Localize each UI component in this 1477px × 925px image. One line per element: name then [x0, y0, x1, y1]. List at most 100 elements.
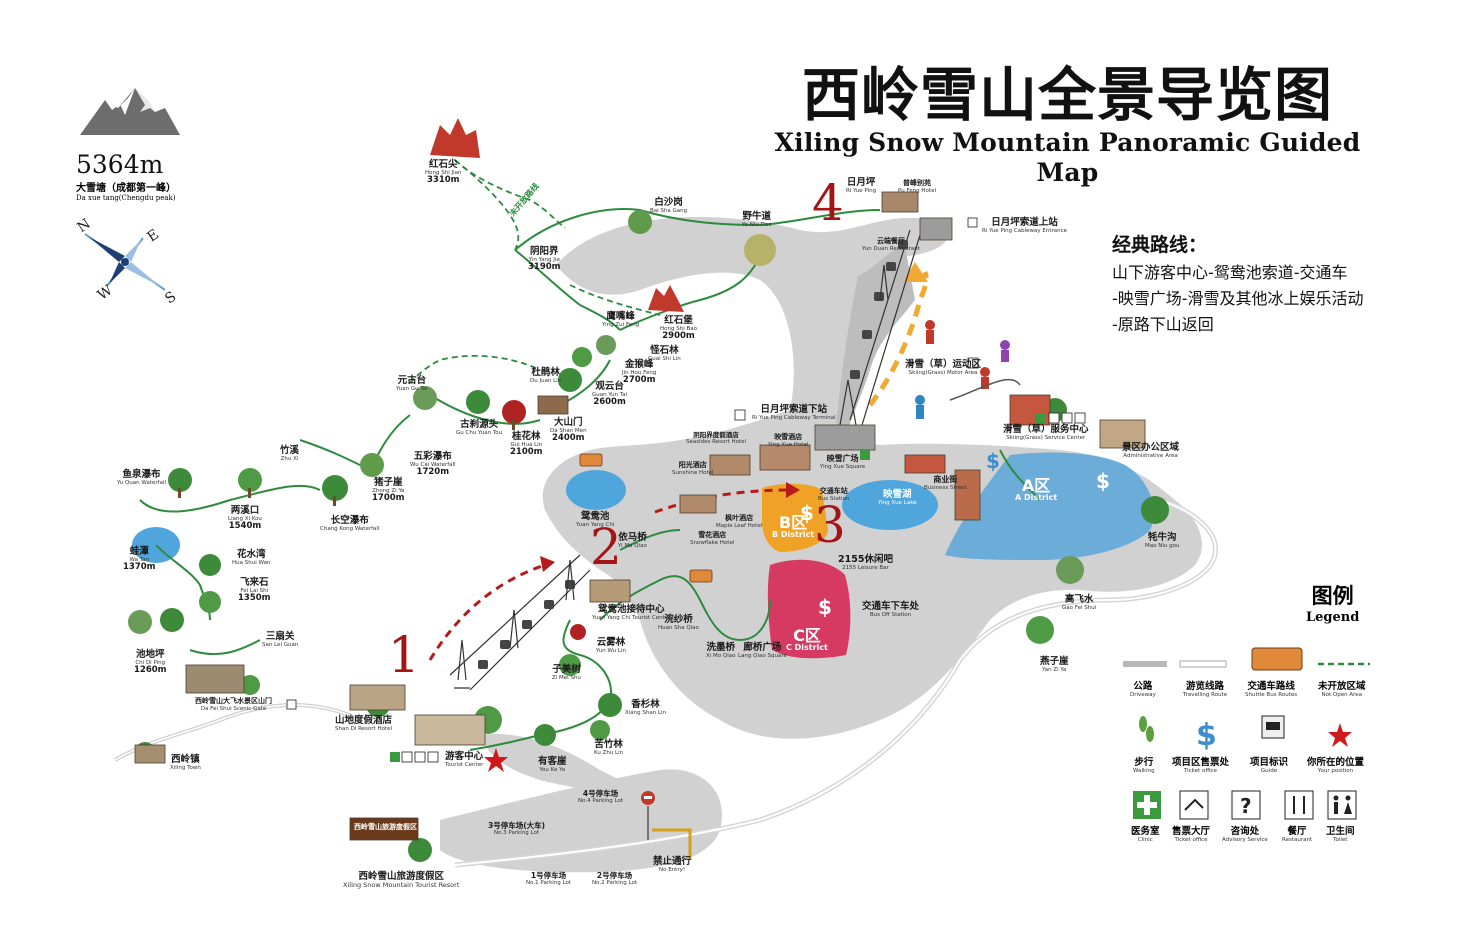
- legend-icons-row3: ?: [1133, 790, 1357, 820]
- district-a-area[interactable]: [945, 452, 1154, 560]
- tree-icon: [199, 591, 221, 613]
- skier-icons: [915, 320, 1010, 419]
- dollar-icon: $: [1196, 718, 1217, 753]
- restaurant-icon: [427, 751, 439, 763]
- svg-text:?: ?: [1240, 794, 1252, 818]
- bus-icon: [579, 453, 603, 467]
- place-parking3[interactable]: 3号停车场(大车)No.3 Parking Lot: [488, 821, 546, 837]
- tree-icon: [1141, 496, 1169, 524]
- district-a-label[interactable]: A区 A District: [1015, 476, 1058, 502]
- admin-building: [1099, 419, 1146, 449]
- ticket-icon: [967, 357, 979, 369]
- legend-travelling-line: [1179, 660, 1227, 668]
- map-title-zh: 西岭雪山全景导览图: [801, 61, 1333, 129]
- toilet-icon: [286, 699, 297, 710]
- cable-car-icon: [898, 240, 908, 249]
- noentry-icon: [641, 791, 692, 860]
- hotel-cluster: [679, 494, 717, 514]
- tree-icon: [360, 453, 384, 477]
- clinic-icon: [390, 752, 400, 762]
- tree-icon: [199, 554, 221, 576]
- peak-name-en: Da xue tang(Chengdu peak): [76, 194, 176, 202]
- district-b-area[interactable]: [762, 483, 828, 552]
- info-icon: ?: [1231, 790, 1261, 820]
- hotel-cluster: [709, 454, 751, 476]
- district-c-area[interactable]: [767, 559, 851, 659]
- district-c-label[interactable]: C区 C District: [786, 626, 828, 652]
- ticket-icon: [734, 409, 746, 421]
- district-b-label[interactable]: B区 B District: [772, 513, 815, 539]
- legend-star-icon: [1328, 723, 1352, 747]
